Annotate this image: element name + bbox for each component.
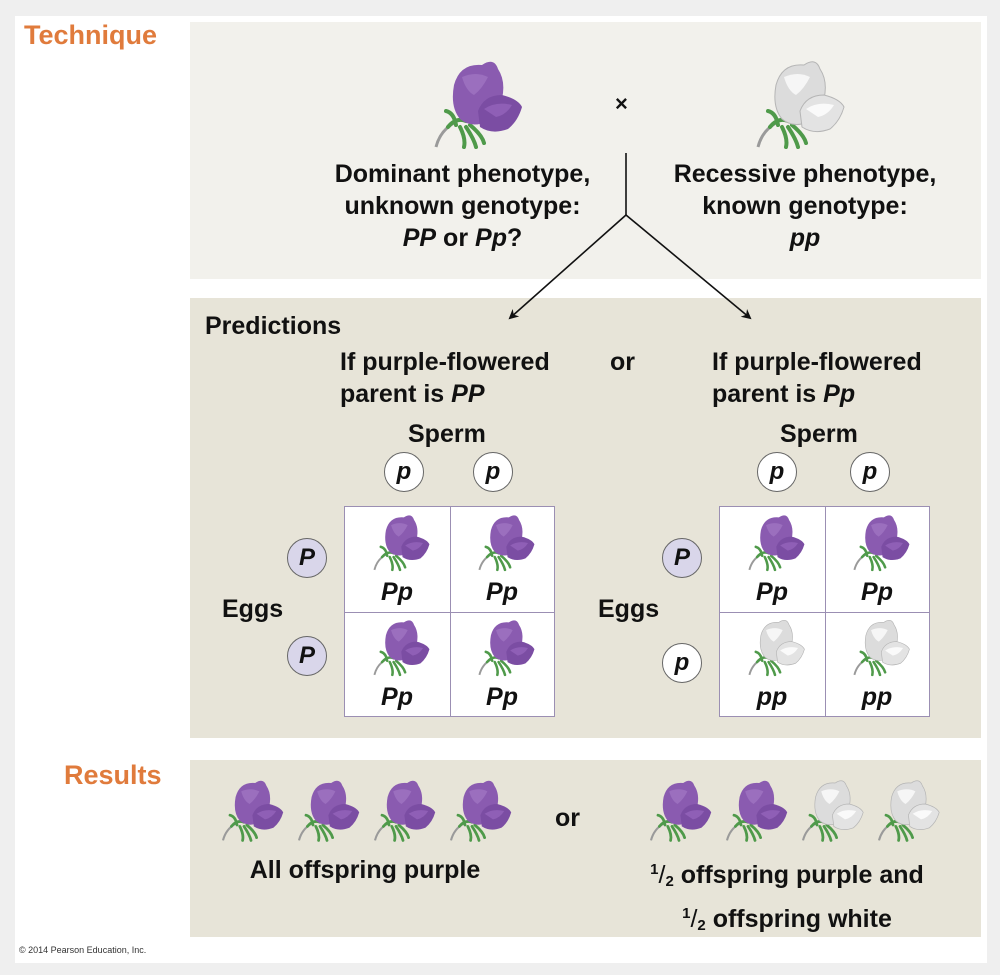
title-text: parent is (340, 380, 452, 408)
cell-genotype: Pp (756, 578, 788, 606)
results-label: Results (64, 760, 162, 790)
cross-symbol: × (615, 91, 628, 116)
cell-genotype: Pp (861, 578, 893, 606)
purple-flower-icon (364, 776, 442, 846)
results-half-caption: 1/2 offspring purple and 1/2 offspring w… (612, 854, 962, 942)
caption-text: offspring purple and (673, 861, 924, 889)
punnett-cell: Pp (345, 507, 449, 611)
purple-flower-icon (470, 616, 540, 680)
question-mark: ? (506, 224, 523, 252)
technique-label: Technique (24, 20, 158, 50)
dominant-line2: unknown genotype: (344, 192, 581, 220)
results-all-purple-caption: All offspring purple (249, 856, 481, 884)
recessive-line3: pp (640, 222, 970, 254)
egg-allele: P (662, 538, 702, 578)
or-text: or (436, 224, 476, 252)
arrow-to-PP-prediction (508, 214, 627, 320)
sperm-allele: p (384, 452, 424, 492)
genotype-PP: PP (402, 224, 437, 252)
results-or: or (555, 804, 580, 832)
purple-flower-icon (716, 776, 794, 846)
egg-allele: P (287, 636, 327, 676)
purple-flower-icon (470, 511, 540, 575)
recessive-line2: known genotype: (702, 192, 908, 220)
prediction-Pp-title-line1: If purple-flowered (712, 348, 922, 376)
genotype-pp: pp (789, 224, 821, 252)
purple-flower-icon (212, 776, 290, 846)
egg-allele: p (662, 643, 702, 683)
white-flower-icon (740, 616, 810, 680)
punnett-cell: pp (720, 612, 824, 716)
dominant-line1: Dominant phenotype, (334, 160, 591, 188)
title-genotype: Pp (823, 380, 856, 408)
sperm-label-right: Sperm (780, 420, 858, 448)
cell-genotype: pp (756, 683, 788, 711)
sperm-allele: p (850, 452, 890, 492)
punnett-square-PP: Pp Pp Pp Pp (344, 506, 555, 717)
fraction-one-half: 1/2 (682, 905, 706, 934)
caption-line1: 1/2 offspring purple and (612, 854, 962, 898)
grid-line (345, 611, 554, 613)
prediction-Pp-title: If purple-flowered parent is Pp (712, 346, 922, 410)
genotype-Pp: Pp (475, 224, 507, 252)
prediction-PP-title-line1: If purple-flowered (340, 348, 550, 376)
punnett-cell: pp (825, 612, 929, 716)
grid-line (720, 611, 929, 613)
cell-genotype: pp (861, 683, 893, 711)
purple-flower-icon (365, 511, 435, 575)
recessive-parent-description: Recessive phenotype, known genotype: pp (640, 158, 970, 254)
cell-genotype: Pp (381, 578, 413, 606)
purple-flower-icon (365, 616, 435, 680)
purple-flower-icon (440, 776, 518, 846)
recessive-line1: Recessive phenotype, (673, 160, 937, 188)
predictions-or: or (610, 348, 635, 376)
arrow-to-Pp-prediction (625, 214, 752, 320)
sperm-allele: p (757, 452, 797, 492)
sperm-label-left: Sperm (408, 420, 486, 448)
technique-panel (190, 22, 981, 279)
eggs-label-right: Eggs (598, 595, 660, 623)
caption-line2: 1/2 offspring white (612, 898, 962, 942)
purple-flower-icon (640, 776, 718, 846)
cell-genotype: Pp (486, 578, 518, 606)
title-text: parent is (712, 380, 824, 408)
white-flower-icon (792, 776, 870, 846)
prediction-PP-title-line2: parent is PP (340, 378, 550, 410)
egg-allele: P (287, 538, 327, 578)
title-genotype: PP (451, 380, 485, 408)
copyright-notice: © 2014 Pearson Education, Inc. (19, 945, 147, 955)
dominant-parent-description: Dominant phenotype, unknown genotype: PP… (290, 158, 635, 254)
dominant-line3: PP or Pp? (290, 222, 635, 254)
eggs-label-left: Eggs (222, 595, 284, 623)
white-flower-icon (845, 616, 915, 680)
purple-flower-icon (740, 511, 810, 575)
purple-flower-icon (288, 776, 366, 846)
white-flower-icon (868, 776, 946, 846)
fraction-one-half: 1/2 (650, 861, 674, 890)
prediction-PP-title: If purple-flowered parent is PP (340, 346, 550, 410)
punnett-cell: Pp (450, 507, 554, 611)
prediction-Pp-title-line2: parent is Pp (712, 378, 922, 410)
punnett-cell: Pp (450, 612, 554, 716)
punnett-cell: Pp (720, 507, 824, 611)
cell-genotype: Pp (486, 683, 518, 711)
sperm-allele: p (473, 452, 513, 492)
cell-genotype: Pp (381, 683, 413, 711)
punnett-cell: Pp (345, 612, 449, 716)
purple-flower-icon (845, 511, 915, 575)
punnett-square-Pp: Pp Pp pp pp (719, 506, 930, 717)
caption-text: offspring white (705, 905, 892, 933)
predictions-label: Predictions (205, 312, 342, 340)
punnett-cell: Pp (825, 507, 929, 611)
